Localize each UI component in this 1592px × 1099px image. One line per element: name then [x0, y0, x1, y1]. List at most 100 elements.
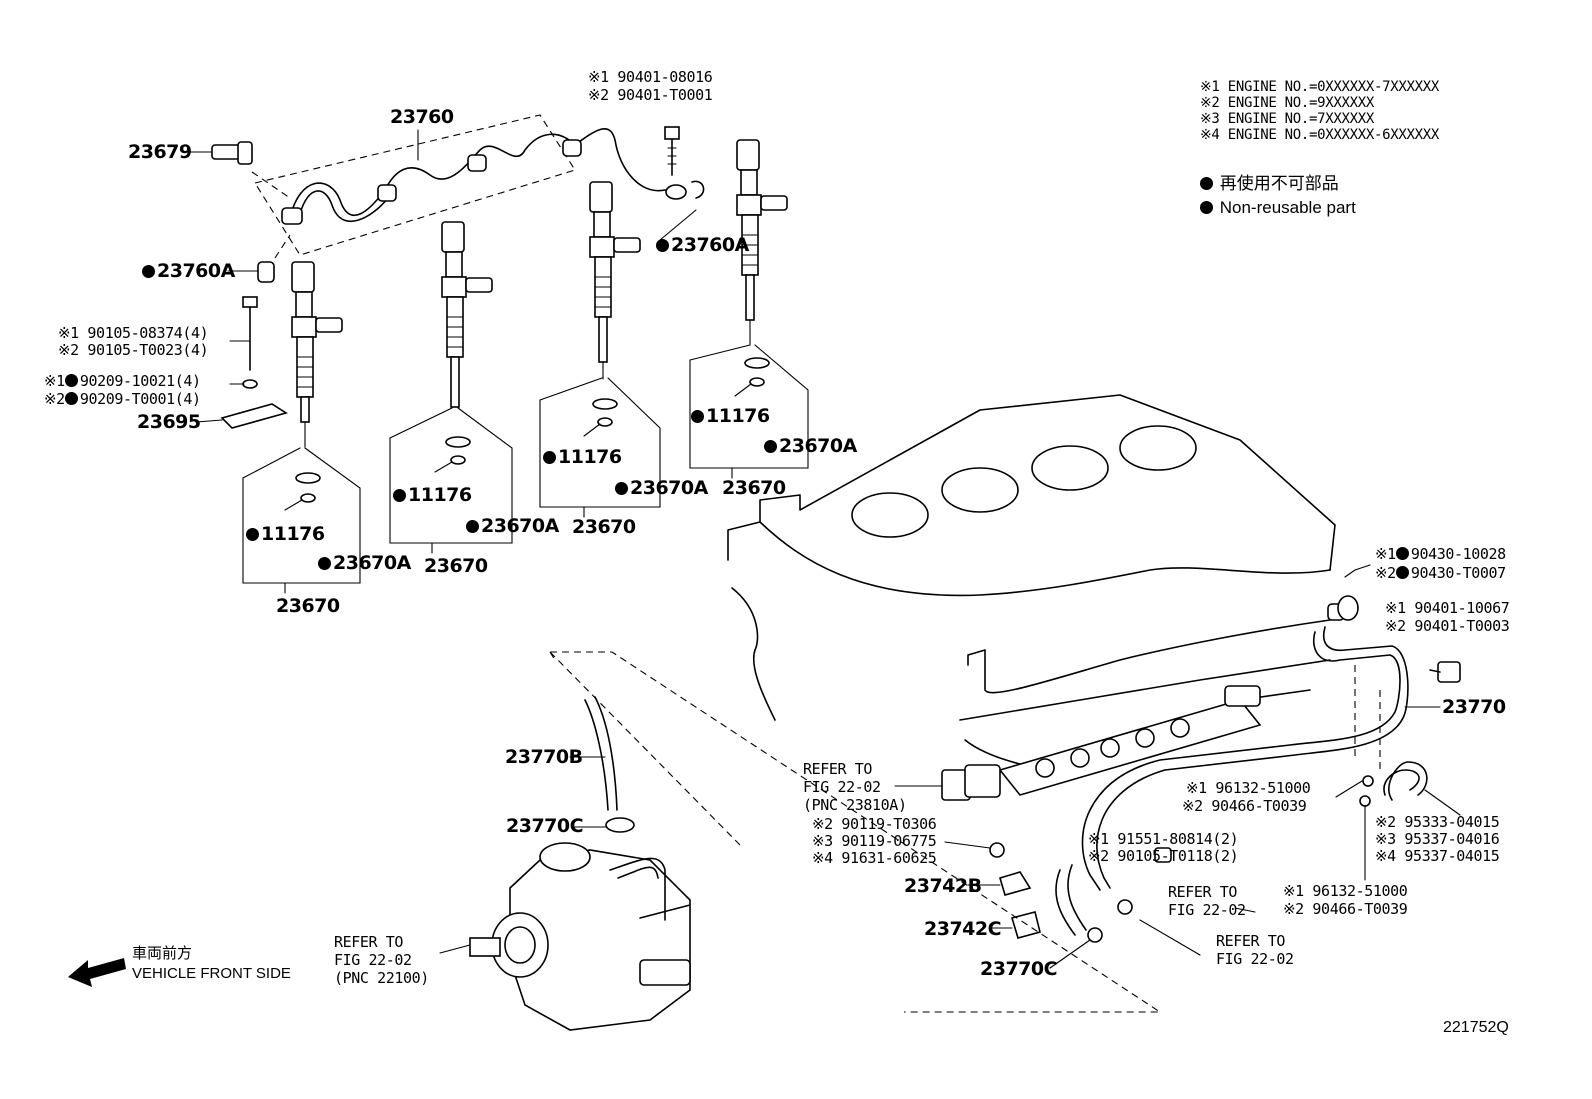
- part-number: 90209-10021(4): [79, 372, 201, 390]
- part-label-clip-a-2: ※2 90466-T0039: [1182, 797, 1307, 815]
- part-number: ※3 90119-06775: [812, 832, 937, 850]
- part-label-11176-3: 11176: [543, 448, 622, 467]
- part-label-nut-1: ※1 90430-10028: [1375, 547, 1506, 562]
- part-label-23670a-3: 23670A: [615, 479, 708, 498]
- part-label-clip-b-2: ※2 90466-T0039: [1283, 900, 1408, 918]
- non-reusable-dot-icon: [1200, 177, 1213, 190]
- legend-text-jp: 再使用不可部品: [1219, 174, 1339, 193]
- injector-clamp-assembly: [195, 296, 288, 429]
- non-reusable-dot-icon: [64, 374, 78, 387]
- part-label-bolt-right-1: ※1 90401-10067: [1385, 599, 1510, 617]
- part-label-washer-2: ※2 90209-T0001(4): [44, 392, 201, 407]
- part-number: 23670A: [333, 552, 411, 574]
- part-number: 23670A: [481, 515, 559, 537]
- part-number: 23760A: [157, 260, 235, 282]
- part-number: ※3 95337-04016: [1375, 830, 1500, 848]
- injector-3: [589, 181, 641, 380]
- rail-mounting-hardware: [1337, 564, 1461, 683]
- note-ref: ※1: [1375, 545, 1396, 563]
- seal-group-3: [539, 377, 661, 518]
- engine-note-2: ※2 ENGINE NO.=9XXXXXX: [1200, 95, 1375, 111]
- non-reusable-dot-icon: [764, 440, 777, 453]
- non-reusable-dot-icon: [466, 520, 479, 533]
- part-label-23770b: 23770B: [505, 746, 583, 768]
- part-label-23670-1: 23670: [276, 595, 340, 617]
- part-label-23770c-top: 23770C: [506, 815, 584, 837]
- pipe-clamp-bolt: [659, 126, 705, 241]
- non-reusable-dot-icon: [615, 482, 628, 495]
- part-number: 11176: [261, 523, 325, 545]
- note-ref: ※2: [44, 390, 65, 408]
- part-number: ※1 91551-80814(2): [1088, 830, 1239, 848]
- leader-lines: [187, 129, 1441, 956]
- part-label-23760a-left: 23760A: [142, 262, 235, 281]
- part-number: ※4 91631-60625: [812, 849, 937, 867]
- figure-id: 221752Q: [1443, 1019, 1509, 1036]
- refer-line: REFER TO: [803, 760, 873, 778]
- part-label-23742b: 23742B: [904, 875, 982, 897]
- vehicle-front-arrow-icon: [68, 958, 126, 987]
- part-label-stud: ※1 91551-80814(2) ※2 90105-T0118(2): [1088, 830, 1239, 864]
- refer-line: REFER TO: [1216, 932, 1286, 950]
- part-label-23742c: 23742C: [924, 918, 1002, 940]
- part-number: ※2 90119-T0306: [812, 815, 937, 833]
- non-reusable-dot-icon: [1200, 201, 1213, 214]
- part-label-23670a-1: 23670A: [318, 554, 411, 573]
- small-hose: [1383, 761, 1461, 816]
- part-number: 90209-T0001(4): [79, 390, 201, 408]
- part-label-clip-b-1: ※1 96132-51000: [1283, 882, 1408, 900]
- injector-1: [291, 261, 343, 448]
- non-reusable-dot-icon: [543, 451, 556, 464]
- refer-line: (PNC 23810A): [803, 796, 907, 814]
- part-label-23695: 23695: [137, 411, 201, 433]
- legend-jp: 再使用不可部品: [1200, 175, 1339, 192]
- refer-line: FIG 22-02: [1168, 901, 1246, 919]
- vehicle-front-jp: 車両前方: [132, 945, 193, 962]
- part-number: 23670A: [779, 435, 857, 457]
- supply-pump-region: [469, 651, 1162, 1031]
- hose-clips: [1049, 775, 1374, 969]
- injection-pipe-23760: [254, 114, 686, 259]
- engine-note-3: ※3 ENGINE NO.=7XXXXXX: [1200, 111, 1375, 127]
- non-reusable-dot-icon: [1395, 566, 1409, 579]
- engine-number-notes: ※1 ENGINE NO.=0XXXXXX-7XXXXXX ※2 ENGINE …: [1200, 80, 1439, 142]
- part-label-bolt-right-2: ※2 90401-T0003: [1385, 617, 1510, 635]
- part-label-23760: 23760: [390, 106, 454, 128]
- pipe-bracket-hardware: [944, 841, 1172, 939]
- seal-group-1: [242, 447, 361, 594]
- engine-note-4: ※4 ENGINE NO.=0XXXXXX-6XXXXXX: [1200, 127, 1440, 143]
- refer-line: REFER TO: [1168, 883, 1238, 901]
- non-reusable-dot-icon: [64, 392, 78, 405]
- common-rail: [941, 685, 1311, 801]
- non-reusable-dot-icon: [691, 410, 704, 423]
- part-label-bolt-top-2: ※2 90401-T0001: [588, 86, 713, 104]
- part-label-23670a-4: 23670A: [764, 437, 857, 456]
- part-label-clip-a-1: ※1 96132-51000: [1186, 779, 1311, 797]
- part-label-11176-1: 11176: [246, 525, 325, 544]
- part-label-bracket-bolt: ※2 90119-T0306 ※3 90119-06775 ※4 91631-6…: [812, 815, 937, 867]
- non-reusable-dot-icon: [656, 239, 669, 252]
- part-label-23670-2: 23670: [424, 555, 488, 577]
- refer-line: (PNC 22100): [334, 969, 429, 987]
- banjo-bolt-23679: [211, 141, 291, 199]
- part-label-23770c-bottom: 23770C: [980, 958, 1058, 980]
- part-number: 11176: [706, 405, 770, 427]
- part-number: 23670A: [630, 477, 708, 499]
- part-number: 23760A: [671, 234, 749, 256]
- part-label-23670-4: 23670: [722, 477, 786, 499]
- part-label-small-hose: ※2 95333-04015 ※3 95337-04016 ※4 95337-0…: [1375, 813, 1500, 865]
- note-ref: ※2: [1375, 564, 1396, 582]
- part-number: 90430-10028: [1410, 545, 1506, 563]
- non-reusable-dot-icon: [142, 265, 155, 278]
- part-label-23770: 23770: [1442, 696, 1506, 718]
- legend-en: Non-reusable part: [1200, 199, 1356, 216]
- part-number: ※4 95337-04015: [1375, 847, 1500, 865]
- injector-2: [441, 221, 493, 408]
- part-label-23679: 23679: [128, 141, 192, 163]
- part-number: ※2 95333-04015: [1375, 813, 1500, 831]
- vehicle-front-en: VEHICLE FRONT SIDE: [132, 965, 291, 982]
